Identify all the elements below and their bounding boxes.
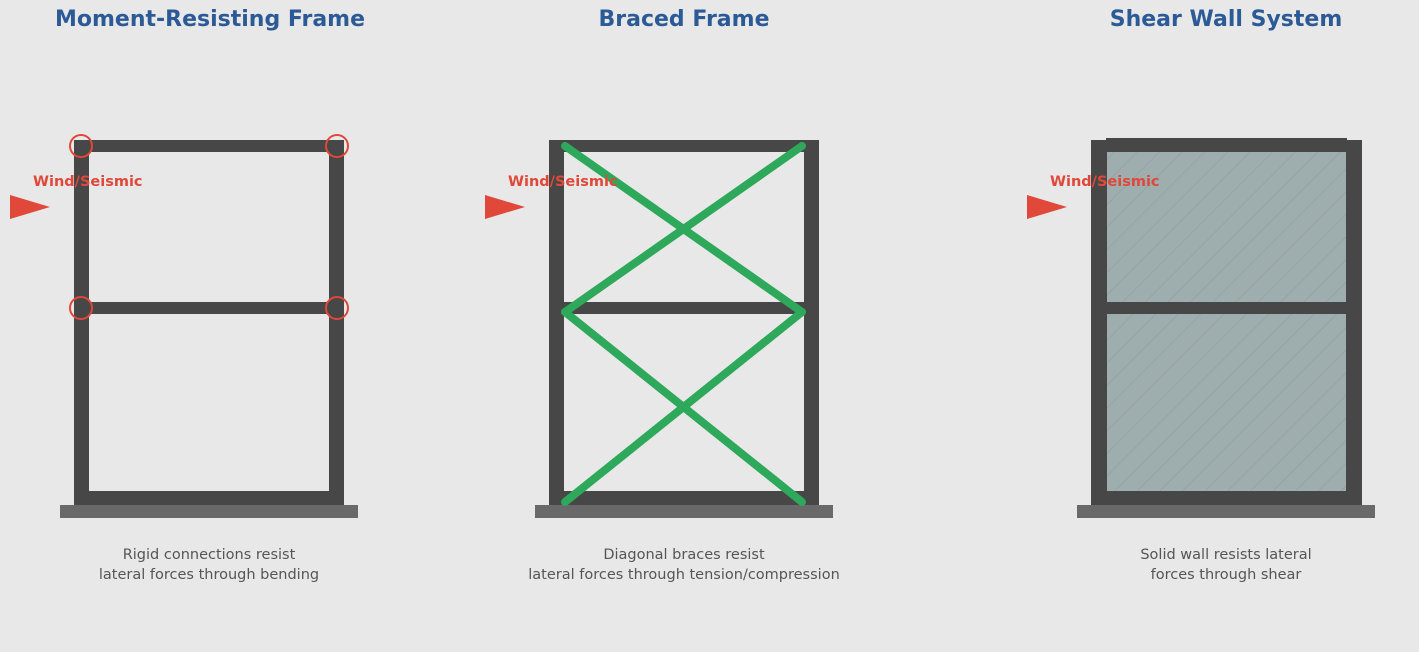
caption-line-2: lateral forces through tension/compressi… bbox=[528, 567, 840, 583]
right-column bbox=[1346, 140, 1362, 505]
rigid-joint-marker bbox=[69, 296, 93, 320]
panel-title: Moment-Resisting Frame bbox=[54, 7, 366, 32]
panel-title: Shear Wall System bbox=[1109, 7, 1343, 32]
rigid-joint-marker bbox=[325, 296, 349, 320]
left-column bbox=[549, 140, 564, 505]
foundation-slab bbox=[60, 505, 358, 518]
roof-beam bbox=[74, 140, 344, 152]
force-label: Wind/Seismic bbox=[508, 174, 618, 190]
caption-line-1: Solid wall resists lateral bbox=[1140, 547, 1312, 563]
force-arrow-icon bbox=[1027, 195, 1067, 219]
panel-caption: Solid wall resists lateral forces throug… bbox=[1017, 545, 1419, 585]
force-arrow-icon bbox=[485, 195, 525, 219]
shear-wall-diagram: Wind/Seismic bbox=[1027, 138, 1375, 518]
panel-shear-wall: Shear Wall System Wind/Seismic Solid wal… bbox=[1017, 0, 1419, 652]
caption-line-1: Rigid connections resist bbox=[122, 547, 296, 563]
floor-beam bbox=[1091, 302, 1362, 314]
foundation-slab bbox=[535, 505, 833, 518]
force-arrow-icon bbox=[10, 195, 50, 219]
left-column bbox=[74, 140, 89, 505]
roof-beam bbox=[549, 140, 819, 152]
caption-line-1: Diagonal braces resist bbox=[603, 547, 765, 563]
foundation-slab bbox=[1077, 505, 1375, 518]
rigid-joint-marker bbox=[325, 134, 349, 158]
left-column bbox=[1091, 140, 1107, 505]
force-label: Wind/Seismic bbox=[1050, 174, 1160, 190]
roof-beam bbox=[1106, 138, 1347, 152]
braced-frame-diagram: Wind/Seismic bbox=[485, 140, 833, 518]
panel-caption: Rigid connections resist lateral forces … bbox=[0, 545, 418, 585]
diagonal-brace bbox=[561, 308, 806, 506]
right-column bbox=[329, 140, 344, 505]
floor-beam bbox=[549, 302, 819, 314]
panel-title: Braced Frame bbox=[598, 7, 770, 32]
shear-wall-panel-lower-hatch bbox=[1106, 314, 1346, 491]
diagonal-brace bbox=[561, 142, 806, 316]
panel-caption: Diagonal braces resist lateral forces th… bbox=[475, 545, 893, 585]
force-label: Wind/Seismic bbox=[33, 174, 143, 190]
caption-line-2: forces through shear bbox=[1150, 567, 1302, 583]
panel-braced-frame: Braced Frame Wind/Seismic Diagonal brace… bbox=[475, 0, 895, 652]
panel-moment-frame: Moment-Resisting Frame Wind/Seismic Rigi… bbox=[0, 0, 420, 652]
moment-frame-diagram: Wind/Seismic bbox=[10, 134, 358, 518]
floor-beam bbox=[74, 302, 344, 314]
shear-wall-panel-upper-hatch bbox=[1106, 152, 1346, 302]
rigid-joint-marker bbox=[69, 134, 93, 158]
base-beam bbox=[1091, 491, 1362, 505]
right-column bbox=[804, 140, 819, 505]
base-beam bbox=[549, 491, 819, 505]
base-beam bbox=[74, 491, 344, 505]
caption-line-2: lateral forces through bending bbox=[98, 567, 320, 583]
